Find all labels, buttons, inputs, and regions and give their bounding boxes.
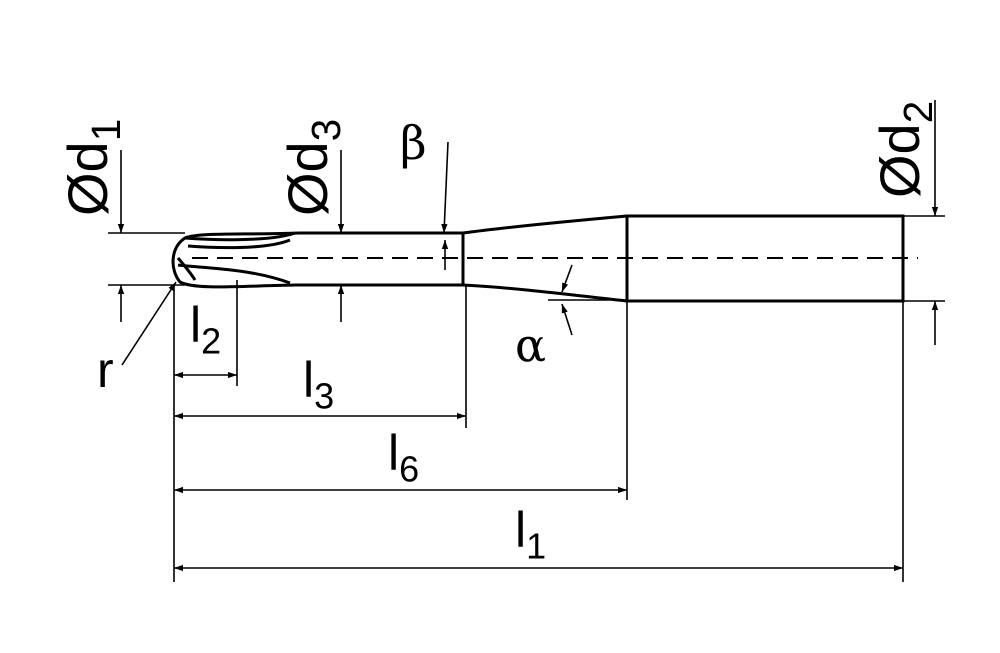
label-l2: l2 xyxy=(190,297,222,362)
flute-4 xyxy=(176,257,197,281)
label-l6: l6 xyxy=(388,425,420,490)
label-l3: l3 xyxy=(303,352,335,417)
flute-3 xyxy=(177,263,291,285)
flute-1 xyxy=(184,231,296,242)
ball-nose xyxy=(171,231,301,289)
tool-outline xyxy=(171,214,905,303)
beta-arrow-top xyxy=(441,141,449,234)
r-leader xyxy=(121,281,177,366)
label-d1: Ød1 xyxy=(56,118,129,216)
neck-top xyxy=(300,214,628,235)
label-beta: β xyxy=(400,116,427,170)
alpha-arrow-bottom xyxy=(561,303,573,336)
dimension-lines xyxy=(108,100,945,582)
label-alpha: α xyxy=(515,318,547,372)
flute-2 xyxy=(187,238,291,250)
label-l1: l1 xyxy=(515,502,547,567)
label-d3: Ød3 xyxy=(276,118,349,216)
label-r: r xyxy=(97,342,114,398)
alpha-arrow-top xyxy=(561,264,573,293)
neck-bottom xyxy=(295,283,628,303)
label-d2: Ød2 xyxy=(868,100,941,198)
